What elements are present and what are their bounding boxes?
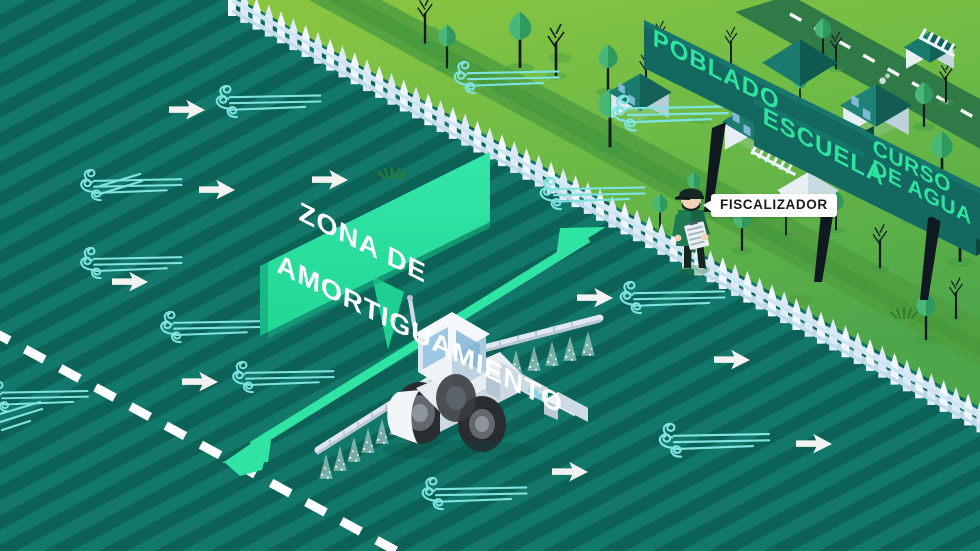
signpost-group	[644, 20, 980, 300]
fence-pickets	[228, 0, 805, 331]
spray-tractor	[314, 295, 604, 479]
inspector-figure	[672, 188, 710, 275]
zona-de-amortiguamiento-banner	[260, 152, 490, 350]
speed-lines	[0, 172, 144, 432]
fence-rail	[772, 310, 980, 429]
grass-tuft	[378, 167, 918, 319]
tractor-wheel-far	[436, 374, 476, 422]
fiscalizador-label[interactable]: FISCALIZADOR	[703, 194, 837, 217]
field-boundary-dashed-line	[0, 330, 406, 551]
fence-rail	[231, 9, 805, 331]
signpost-curso-de-agua	[864, 130, 980, 300]
fence-rail	[231, 0, 805, 321]
fence-rail	[772, 300, 980, 419]
spray-boom-right	[464, 314, 604, 357]
fence-foreground	[772, 297, 980, 433]
